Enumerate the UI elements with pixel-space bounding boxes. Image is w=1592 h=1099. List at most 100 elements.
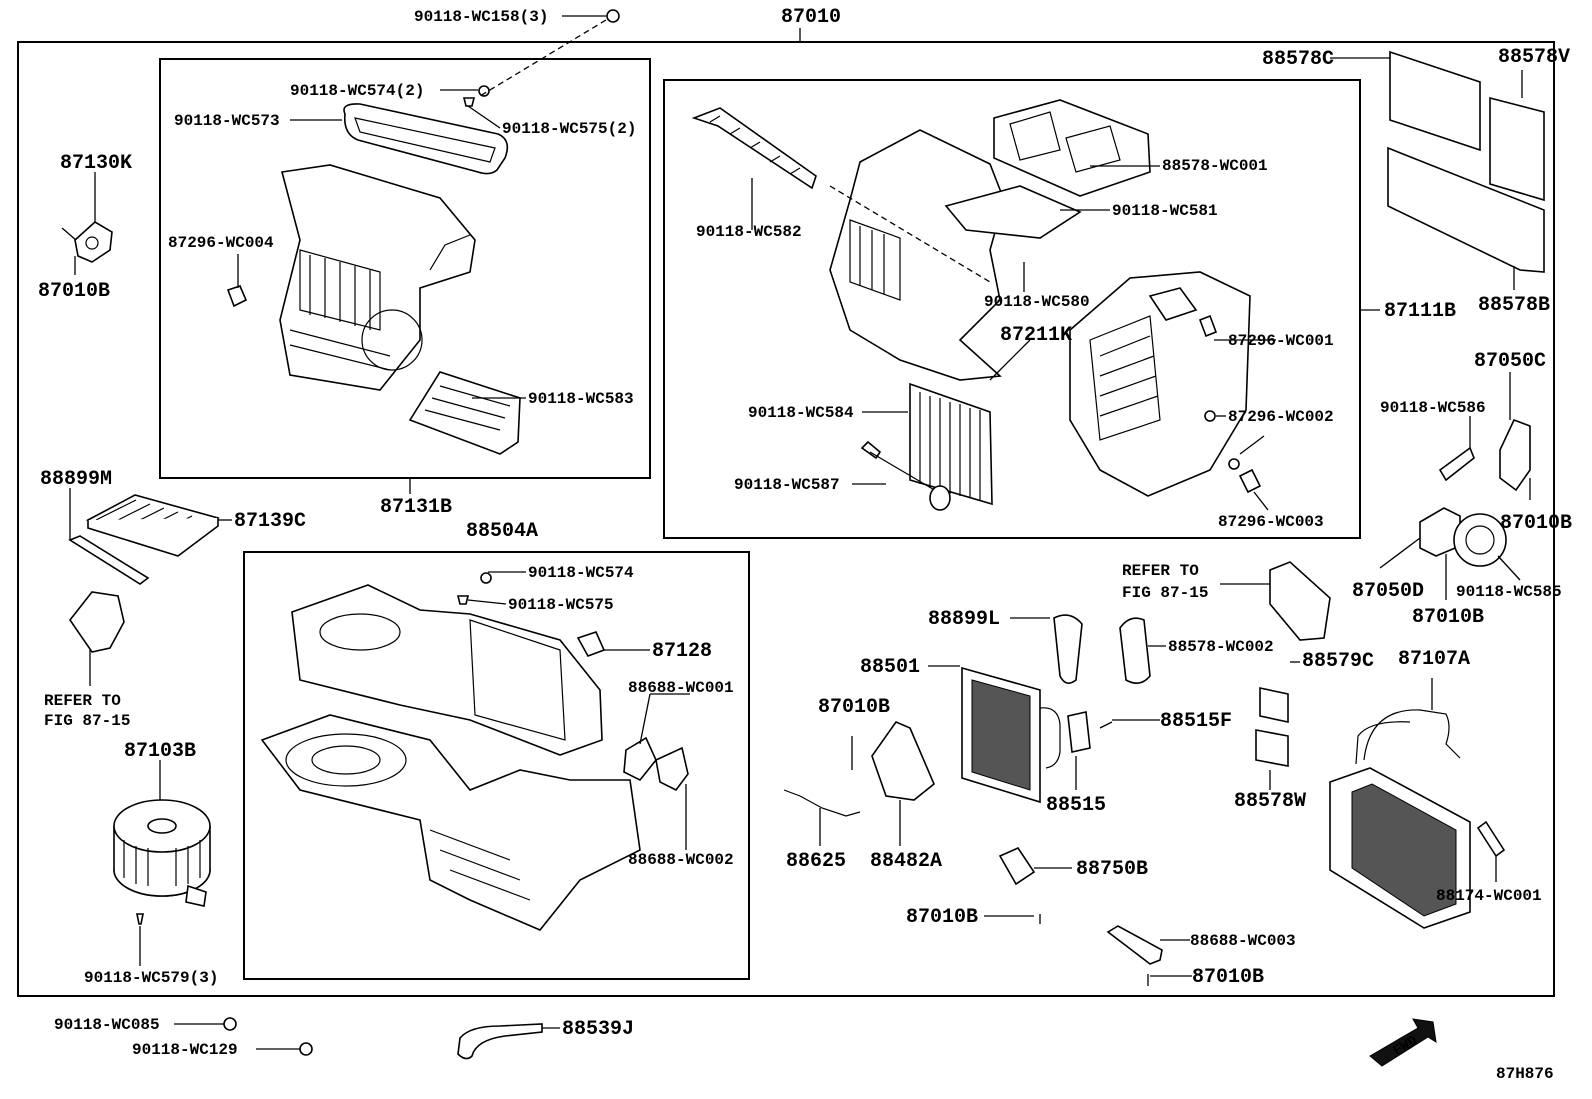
label-88688-wc003: 88688-WC003 bbox=[1190, 932, 1296, 950]
label-90118-wc573: 90118-WC573 bbox=[174, 112, 280, 130]
label-87010b-e: 87010B bbox=[906, 906, 978, 929]
label-90118-wc579: 90118-WC579(3) bbox=[84, 969, 218, 987]
duct-88482a-drawing bbox=[871, 721, 935, 801]
label-90118-wc581: 90118-WC581 bbox=[1112, 202, 1218, 220]
label-88578c: 88578C bbox=[1262, 48, 1334, 71]
gasket-wc573-drawing bbox=[343, 103, 509, 175]
label-87010b-c: 87010B bbox=[1412, 606, 1484, 629]
harness-88625-drawing bbox=[783, 789, 861, 817]
label-90118-wc587: 90118-WC587 bbox=[734, 476, 840, 494]
hose-88174-wc001-drawing bbox=[1476, 820, 1506, 858]
label-90118-wc585: 90118-WC585 bbox=[1456, 583, 1562, 601]
label-refer-left-2: FIG 87-15 bbox=[44, 712, 130, 730]
screw-wc575-2-drawing bbox=[462, 97, 476, 107]
label-refer-right-2: FIG 87-15 bbox=[1122, 584, 1208, 602]
label-refer-right-1: REFER TO bbox=[1122, 562, 1199, 580]
label-88578-wc001: 88578-WC001 bbox=[1162, 157, 1268, 175]
blower-lower-case-frame bbox=[243, 551, 750, 980]
label-87010b-b: 87010B bbox=[1500, 512, 1572, 535]
label-88750b: 88750B bbox=[1076, 858, 1148, 881]
label-90118-wc085: 90118-WC085 bbox=[54, 1016, 160, 1034]
control-87050d-drawing bbox=[1419, 507, 1461, 557]
label-88625: 88625 bbox=[786, 850, 846, 873]
label-87107a: 87107A bbox=[1398, 648, 1470, 671]
label-88899l: 88899L bbox=[928, 608, 1000, 631]
label-90118-wc582: 90118-WC582 bbox=[696, 223, 802, 241]
blower-lower-case-88504a-drawing bbox=[260, 584, 641, 931]
label-87111b: 87111B bbox=[1384, 300, 1456, 323]
seal-87128-drawing bbox=[576, 631, 606, 657]
label-87130k: 87130K bbox=[60, 152, 132, 175]
label-88515f: 88515F bbox=[1160, 710, 1232, 733]
nut-wc158-drawing bbox=[606, 9, 620, 23]
label-88579c: 88579C bbox=[1302, 650, 1374, 673]
main-assembly-frame bbox=[17, 41, 1555, 997]
seal-88899l-drawing bbox=[1053, 614, 1083, 684]
label-90118-wc574-2: 90118-WC574(2) bbox=[290, 82, 424, 100]
label-90118-wc574: 90118-WC574 bbox=[528, 564, 634, 582]
label-87103b: 87103B bbox=[124, 740, 196, 763]
evaporator-88501-drawing bbox=[961, 666, 1061, 804]
clip-wc574-2-drawing bbox=[478, 85, 490, 97]
heater-unit-drawing bbox=[691, 99, 1262, 511]
label-88501: 88501 bbox=[860, 656, 920, 679]
blower-motor-87103b-drawing bbox=[113, 799, 211, 907]
label-90118-wc584: 90118-WC584 bbox=[748, 404, 854, 422]
label-88688-wc002: 88688-WC002 bbox=[628, 851, 734, 869]
label-90118-wc580: 90118-WC580 bbox=[984, 293, 1090, 311]
label-87296-wc003: 87296-WC003 bbox=[1218, 513, 1324, 531]
screw-wc575-drawing bbox=[456, 595, 470, 605]
label-90118-wc586: 90118-WC586 bbox=[1380, 399, 1486, 417]
label-88482a: 88482A bbox=[870, 850, 942, 873]
heater-unit-frame bbox=[663, 79, 1361, 539]
label-87128: 87128 bbox=[652, 640, 712, 663]
label-88515: 88515 bbox=[1046, 794, 1106, 817]
screw-88515f-drawing bbox=[1099, 721, 1113, 729]
screw-wc579-drawing bbox=[136, 913, 144, 925]
pad-88579c-drawing bbox=[1259, 687, 1289, 723]
label-88899m: 88899M bbox=[40, 468, 112, 491]
label-90118-wc129: 90118-WC129 bbox=[132, 1041, 238, 1059]
label-87131b: 87131B bbox=[380, 496, 452, 519]
label-87139c: 87139C bbox=[234, 510, 306, 533]
bracket-88688-wc003-drawing bbox=[1106, 925, 1163, 965]
bracket-88688-wc002-drawing bbox=[655, 746, 689, 792]
air-filter-87139c-drawing bbox=[85, 494, 220, 557]
seal-88578-wc002-drawing bbox=[1119, 617, 1151, 684]
label-90118-wc158: 90118-WC158(3) bbox=[414, 8, 548, 26]
pad-88578v-drawing bbox=[1489, 96, 1545, 202]
bracket-88688-wc001-drawing bbox=[623, 736, 657, 782]
label-88174-wc001: 88174-WC001 bbox=[1436, 887, 1542, 905]
duct-refer-right-drawing bbox=[1269, 561, 1331, 641]
label-87010b-a: 87010B bbox=[38, 280, 110, 303]
blower-upper-case-frame bbox=[159, 58, 651, 479]
damper-wc583-drawing bbox=[408, 371, 521, 455]
label-88688-wc001: 88688-WC001 bbox=[628, 679, 734, 697]
label-87211k: 87211K bbox=[1000, 324, 1072, 347]
label-87296-wc001: 87296-WC001 bbox=[1228, 332, 1334, 350]
clip-wc129-drawing bbox=[299, 1042, 313, 1056]
label-88578-wc002: 88578-WC002 bbox=[1168, 638, 1274, 656]
diagram-code: 87H876 bbox=[1496, 1065, 1554, 1083]
actuator-87050c-drawing bbox=[1499, 418, 1531, 492]
label-87050c: 87050C bbox=[1474, 350, 1546, 373]
label-88578v: 88578V bbox=[1498, 46, 1570, 69]
label-90118-wc575-2: 90118-WC575(2) bbox=[502, 120, 636, 138]
duct-refer-left-drawing bbox=[69, 591, 125, 653]
resistor-88750b-drawing bbox=[998, 846, 1036, 886]
label-87296-wc002: 87296-WC002 bbox=[1228, 408, 1334, 426]
label-87010b-d: 87010B bbox=[818, 696, 890, 719]
label-88539j: 88539J bbox=[562, 1018, 634, 1041]
label-90118-wc583: 90118-WC583 bbox=[528, 390, 634, 408]
label-refer-left-1: REFER TO bbox=[44, 692, 121, 710]
servo-87296-wc004-drawing bbox=[226, 285, 248, 308]
actuator-87130k-drawing bbox=[61, 221, 113, 263]
label-88504a: 88504A bbox=[466, 520, 538, 543]
filter-cover-88899m-drawing bbox=[68, 535, 150, 585]
label-88578w: 88578W bbox=[1234, 790, 1306, 813]
leader-lines bbox=[69, 15, 1531, 1050]
label-88578b: 88578B bbox=[1478, 294, 1550, 317]
label-87010: 87010 bbox=[781, 6, 841, 29]
fwd-arrow-icon: FWD bbox=[1369, 1018, 1437, 1067]
